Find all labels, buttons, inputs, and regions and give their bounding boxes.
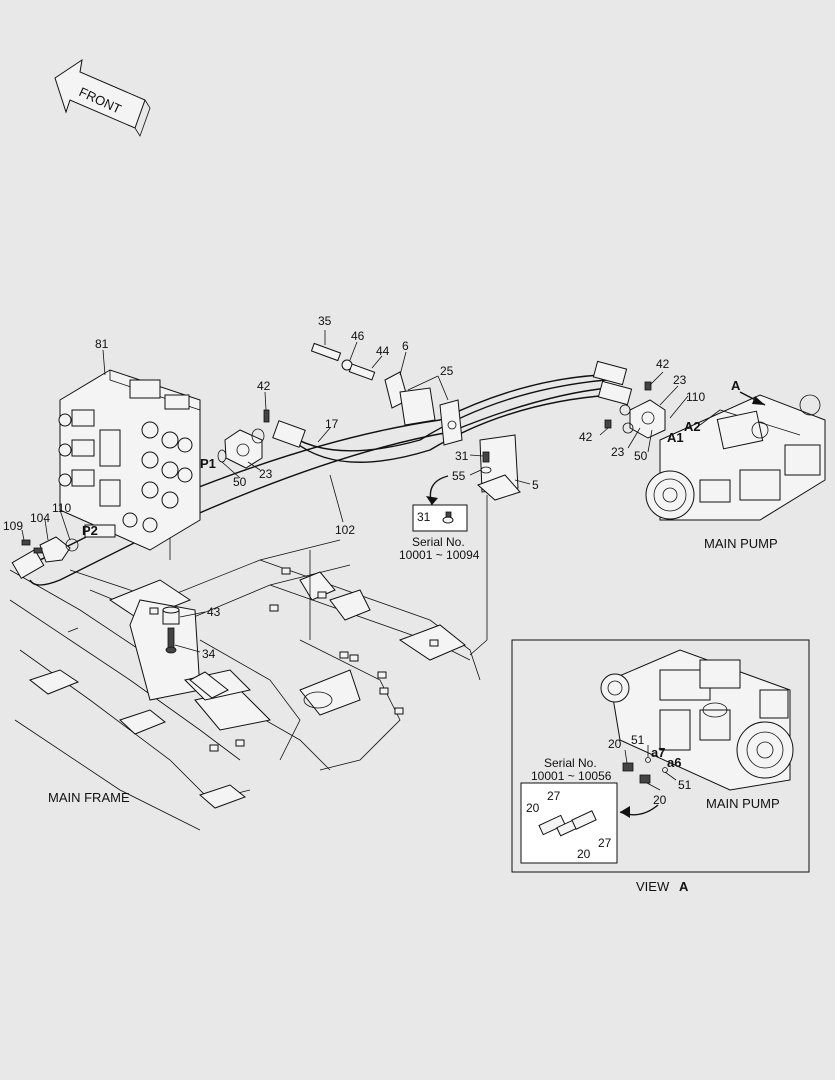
- callout-42-a: 42: [257, 379, 271, 393]
- callout-104: 104: [30, 511, 50, 525]
- callout-51-b: 51: [678, 778, 692, 792]
- callout-31: 31: [455, 449, 469, 463]
- serial-box-1-text: 31 Serial No. 10001 ~ 10094: [399, 510, 480, 562]
- serial-box-1-title: Serial No.: [412, 535, 465, 549]
- serial-box-2-part-20-a: 20: [526, 801, 540, 815]
- serial-box-1-part: 31: [417, 510, 431, 524]
- callout-109: 109: [3, 519, 23, 533]
- serial-box-2-part-20-b: 20: [577, 847, 591, 861]
- callout-46: 46: [351, 329, 365, 343]
- view-a-panel: [511, 639, 810, 873]
- view-letter: A: [679, 879, 689, 894]
- callout-44: 44: [376, 344, 390, 358]
- port-labels: P1 P2 A2 A1 a7 a6: [82, 419, 701, 770]
- fittings-p2: [21, 536, 79, 563]
- front-arrow: FRONT: [54, 58, 151, 137]
- port-p1: P1: [200, 456, 216, 471]
- section-labels: MAIN PUMP MAIN FRAME A MAIN PUMP VIEW A: [48, 378, 780, 894]
- callout-51-a: 51: [631, 733, 645, 747]
- serial-box-2-range: 10001 ~ 10056: [531, 769, 612, 783]
- callout-17: 17: [325, 417, 339, 431]
- callout-23-a: 23: [259, 467, 273, 481]
- clamp-assembly: [310, 342, 521, 501]
- callout-25: 25: [440, 364, 454, 378]
- callout-110-a: 110: [686, 390, 705, 404]
- callout-20-b: 20: [653, 793, 667, 807]
- serial-box-1-range: 10001 ~ 10094: [399, 548, 480, 562]
- callout-50-b: 50: [634, 449, 648, 463]
- callout-81: 81: [95, 337, 109, 351]
- serial-box-2-title: Serial No.: [544, 756, 597, 770]
- serial-box-2-text: Serial No. 10001 ~ 10056 27 20 20 27: [526, 756, 612, 861]
- view-label: VIEW: [636, 879, 670, 894]
- callout-labels: 35 46 44 6 25 17 81 42 23 50 102 31 55 5…: [3, 314, 705, 807]
- main-pump: [604, 381, 826, 521]
- callout-34: 34: [202, 647, 216, 661]
- port-a6: a6: [667, 755, 681, 770]
- callout-102: 102: [335, 523, 355, 537]
- port-a2: A2: [684, 419, 701, 434]
- flange-p1: [217, 409, 270, 469]
- pump-arrow-letter: A: [731, 378, 741, 393]
- callout-23-b: 23: [673, 373, 687, 387]
- serial-box-2-part-27-b: 27: [598, 836, 612, 850]
- leader-lines: [21, 330, 689, 791]
- view-a-pump-label: MAIN PUMP: [706, 796, 780, 811]
- callout-20-a: 20: [608, 737, 622, 751]
- main-pump-label: MAIN PUMP: [704, 536, 778, 551]
- callout-55: 55: [452, 469, 466, 483]
- callout-42-b: 42: [656, 357, 670, 371]
- view-a-arrow: [739, 391, 766, 406]
- bolt-mount: [162, 606, 180, 654]
- callout-5: 5: [532, 478, 539, 492]
- main-frame: [9, 539, 481, 831]
- callout-42-c: 42: [579, 430, 593, 444]
- port-p2: P2: [82, 523, 98, 538]
- callout-110-b: 110: [52, 501, 71, 515]
- control-valve: [58, 369, 201, 551]
- callout-23-c: 23: [611, 445, 625, 459]
- serial-box-1: [412, 475, 468, 532]
- callout-6: 6: [402, 339, 409, 353]
- serial-box-2-part-27-a: 27: [547, 789, 561, 803]
- callout-50-a: 50: [233, 475, 247, 489]
- main-frame-label: MAIN FRAME: [48, 790, 130, 805]
- callout-35: 35: [318, 314, 332, 328]
- port-a1: A1: [667, 430, 684, 445]
- callout-43: 43: [207, 605, 221, 619]
- port-a7: a7: [651, 745, 665, 760]
